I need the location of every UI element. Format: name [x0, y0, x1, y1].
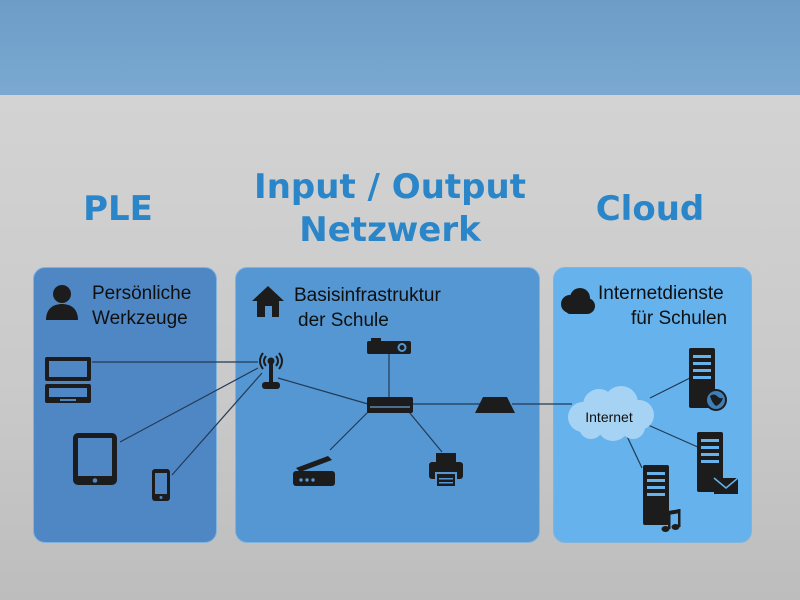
projector-icon — [366, 338, 412, 356]
mail-server-icon — [694, 430, 740, 498]
panel-right-text-line1: Internetdienste — [598, 283, 724, 304]
scanner-icon — [292, 454, 336, 488]
panel-left-text-line1: Persönliche — [92, 283, 192, 304]
heading-cloud: Cloud — [595, 189, 705, 229]
panel-right-text-line2: für Schulen — [631, 308, 728, 329]
panel-middle-text-line1: Basisinfrastruktur — [294, 285, 441, 306]
router-icon — [474, 395, 516, 415]
person-icon — [44, 282, 80, 320]
panel-left-text-line2: Werkzeuge — [92, 308, 188, 329]
web-server-icon — [686, 346, 732, 414]
tablet-icon — [72, 432, 118, 486]
heading-io-line2: Netzwerk — [299, 210, 481, 250]
heading-ple: PLE — [83, 189, 153, 229]
smartphone-icon — [151, 468, 171, 502]
internet-label: Internet — [585, 409, 633, 425]
laptop-icon — [44, 356, 92, 404]
sky-background — [0, 0, 800, 95]
wifi-access-point-icon — [254, 349, 288, 391]
heading-io-line1: Input / Output — [254, 167, 526, 207]
home-icon — [250, 284, 286, 318]
panel-middle-text-line2: der Schule — [298, 310, 389, 331]
media-server-icon — [640, 463, 686, 535]
printer-icon — [428, 452, 464, 488]
cloud-icon — [558, 286, 596, 318]
network-switch-icon — [366, 396, 414, 414]
internet-cloud-shape — [563, 385, 661, 445]
